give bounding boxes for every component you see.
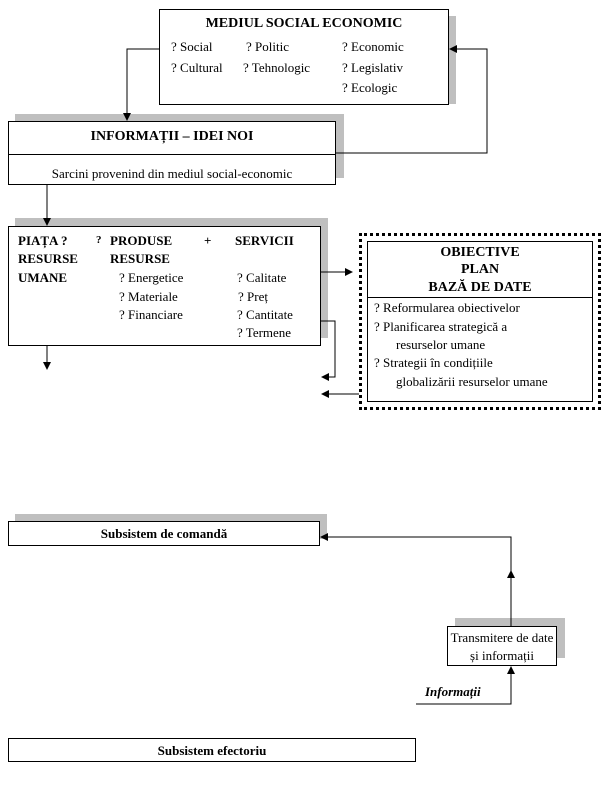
transmitere-line2: și informații: [470, 648, 534, 663]
obiective-divider: [368, 297, 592, 298]
informatii-title: INFORMAȚII – IDEI NOI: [90, 129, 254, 144]
piata-calitate: ? Calitate: [237, 270, 287, 285]
connector-informatii-transmitere: [416, 666, 515, 705]
obiective-item-2: ? Planificarea strategică a: [374, 319, 508, 334]
piata-produse: PRODUSE: [110, 233, 173, 248]
piata-termene: ? Termene: [237, 325, 292, 340]
mediul-item-legislativ: ? Legislativ: [342, 60, 404, 75]
informatii-box: INFORMAȚII – IDEI NOI Sarcini provenind …: [8, 121, 336, 185]
mediul-item-cultural: ? Cultural: [171, 60, 223, 75]
mediul-box: MEDIUL SOCIAL ECONOMIC ? Social ? Politi…: [159, 9, 449, 105]
efectoriu-label: Subsistem efectoriu: [157, 743, 267, 758]
piata-resurse-1: RESURSE: [18, 251, 78, 266]
informatii-divider: [9, 154, 335, 155]
piata-plus: +: [204, 233, 212, 248]
piata-cantitate: ? Cantitate: [237, 307, 293, 322]
transmitere-line1: Transmitere de date: [450, 630, 554, 645]
connector-mediul-informatii: [123, 48, 159, 121]
piata-label: PIAȚA ?: [18, 233, 68, 248]
obiective-item-2b: resurselor umane: [396, 337, 486, 352]
efectoriu-box: Subsistem efectoriu: [8, 738, 416, 762]
mediul-item-social: ? Social: [171, 39, 213, 54]
obiective-title: OBIECTIVE: [440, 245, 520, 260]
obiective-plan: PLAN: [460, 262, 500, 277]
obiective-item-3: ? Strategii în condițiile: [374, 355, 493, 370]
piata-financiare: ? Financiare: [119, 307, 183, 322]
mediul-title: MEDIUL SOCIAL ECONOMIC: [205, 16, 403, 31]
piata-pret: ? Preț: [238, 289, 268, 304]
obiective-dotted-frame: [359, 233, 601, 410]
comanda-label: Subsistem de comandă: [100, 526, 228, 541]
piata-box: PIAȚA ? ? PRODUSE + SERVICII RESURSE RES…: [8, 226, 321, 346]
piata-resurse-2: RESURSE: [110, 251, 170, 266]
mediul-item-tehnologic: ? Tehnologic: [243, 60, 311, 75]
piata-umane: UMANE: [18, 270, 68, 285]
obiective-item-3b: globalizării resurselor umane: [396, 374, 548, 389]
mediul-item-economic: ? Economic: [342, 39, 404, 54]
transmitere-box: Transmitere de date și informații: [447, 626, 557, 666]
piata-materiale: ? Materiale: [119, 289, 178, 304]
connector-piata-loop: [321, 320, 336, 381]
piata-servicii: SERVICII: [235, 233, 294, 248]
mediul-item-ecologic: ? Ecologic: [342, 80, 398, 95]
comanda-box: Subsistem de comandă: [8, 521, 320, 546]
connector-comanda-return: [320, 533, 512, 571]
piata-energetice: ? Energetice: [119, 270, 184, 285]
obiective-box: OBIECTIVE PLAN BAZĂ DE DATE ? Reformular…: [367, 241, 593, 402]
obiective-item-1: ? Reformularea obiectivelor: [374, 300, 520, 315]
connector-informatii-mediul: [336, 45, 488, 154]
informatii-subtitle: Sarcini provenind din mediul social-econ…: [51, 166, 293, 181]
mediul-item-politic: ? Politic: [246, 39, 289, 54]
obiective-baza: BAZĂ DE DATE: [428, 280, 532, 295]
piata-arrow: ?: [96, 234, 102, 246]
informatii-italic-label: Informații: [425, 684, 481, 699]
